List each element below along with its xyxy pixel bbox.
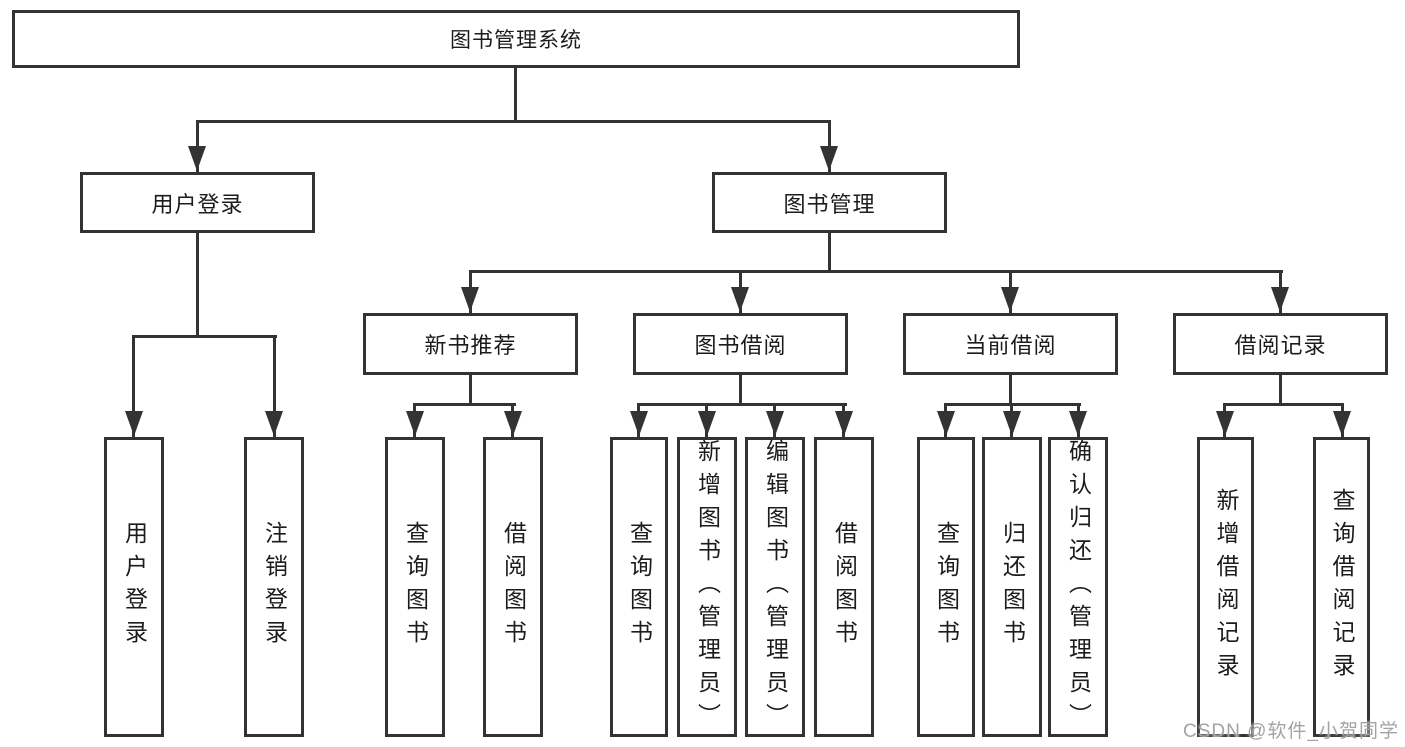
connector-line [1009, 375, 1012, 406]
node-root: 图书管理系统 [12, 10, 1020, 68]
arrow-down-icon [461, 287, 479, 312]
node-new-book: 新书推荐 [363, 313, 578, 375]
leaf-confirm-return-admin: 确认归还（管理员） [1048, 437, 1108, 737]
connector-line [273, 335, 276, 437]
connector-line [739, 375, 742, 406]
arrow-down-icon [630, 411, 648, 436]
leaf-query-borrow-record: 查询借阅记录 [1313, 437, 1370, 737]
leaf-logout-label: 注销登录 [261, 521, 288, 653]
leaf-borrow-book-1-label: 借阅图书 [500, 521, 527, 653]
arrow-down-icon [504, 411, 522, 436]
node-current-borrow-label: 当前借阅 [964, 333, 1057, 358]
connector-line [196, 120, 831, 123]
leaf-logout: 注销登录 [244, 437, 304, 737]
leaf-add-book-admin-label: 新增图书（管理员） [694, 438, 721, 736]
leaf-user-login-label: 用户登录 [121, 521, 148, 653]
node-book-borrow: 图书借阅 [633, 313, 848, 375]
leaf-user-login: 用户登录 [104, 437, 164, 737]
leaf-query-book-3-label: 查询图书 [933, 521, 960, 653]
arrow-down-icon [406, 411, 424, 436]
arrow-down-icon [125, 411, 143, 436]
connector-line [828, 233, 831, 272]
leaf-borrow-book-2-label: 借阅图书 [831, 521, 858, 653]
node-current-borrow: 当前借阅 [903, 313, 1118, 375]
arrow-down-icon [1003, 411, 1021, 436]
leaf-query-book-3: 查询图书 [917, 437, 975, 737]
watermark: CSDN @软件_小贺同学 [1183, 721, 1399, 742]
arrow-down-icon [835, 411, 853, 436]
arrow-down-icon [188, 146, 206, 171]
arrow-down-icon [731, 287, 749, 312]
leaf-query-borrow-record-label: 查询借阅记录 [1329, 488, 1355, 686]
leaf-query-book-1-label: 查询图书 [402, 521, 429, 653]
node-user-login-label: 用户登录 [151, 191, 244, 217]
node-borrow-record: 借阅记录 [1173, 313, 1388, 375]
arrow-down-icon [820, 146, 838, 171]
connector-line [637, 403, 847, 406]
leaf-query-book-2-label: 查询图书 [626, 521, 653, 653]
leaf-borrow-book-1: 借阅图书 [483, 437, 543, 737]
leaf-add-book-admin: 新增图书（管理员） [677, 437, 737, 737]
node-new-book-label: 新书推荐 [424, 333, 517, 358]
leaf-edit-book-admin: 编辑图书（管理员） [745, 437, 805, 737]
node-root-label: 图书管理系统 [450, 29, 582, 52]
arrow-down-icon [937, 411, 955, 436]
connector-line [132, 335, 277, 338]
leaf-borrow-book-2: 借阅图书 [814, 437, 874, 737]
connector-line [1279, 375, 1282, 406]
arrow-down-icon [698, 411, 716, 436]
leaf-query-book-2: 查询图书 [610, 437, 668, 737]
leaf-confirm-return-admin-label: 确认归还（管理员） [1065, 438, 1092, 736]
arrow-down-icon [1001, 287, 1019, 312]
node-book-manage-label: 图书管理 [783, 191, 876, 217]
arrow-down-icon [1333, 411, 1351, 436]
arrow-down-icon [1069, 411, 1087, 436]
node-book-borrow-label: 图书借阅 [694, 333, 787, 358]
connector-line [1223, 403, 1344, 406]
arrow-down-icon [1216, 411, 1234, 436]
arrow-down-icon [265, 411, 283, 436]
node-borrow-record-label: 借阅记录 [1234, 333, 1327, 358]
connector-line [469, 375, 472, 406]
leaf-add-borrow-record: 新增借阅记录 [1197, 437, 1254, 737]
arrow-down-icon [1271, 287, 1289, 312]
connector-line [469, 270, 1283, 273]
leaf-add-borrow-record-label: 新增借阅记录 [1213, 488, 1239, 686]
leaf-return-book: 归还图书 [982, 437, 1042, 737]
node-book-manage: 图书管理 [712, 172, 947, 233]
connector-line [413, 403, 516, 406]
node-user-login: 用户登录 [80, 172, 315, 233]
connector-line [132, 335, 135, 437]
leaf-return-book-label: 归还图书 [999, 521, 1026, 653]
leaf-edit-book-admin-label: 编辑图书（管理员） [762, 438, 789, 736]
connector-line [196, 233, 199, 337]
arrow-down-icon [766, 411, 784, 436]
leaf-query-book-1: 查询图书 [385, 437, 445, 737]
connector-line [514, 68, 517, 122]
